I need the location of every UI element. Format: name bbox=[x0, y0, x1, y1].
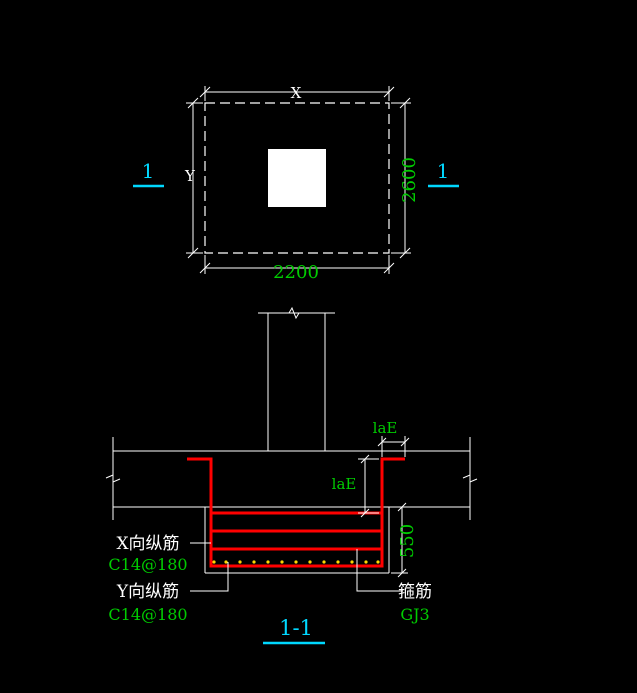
dimension-y bbox=[186, 97, 203, 259]
x-rebar-spec: C14@180 bbox=[108, 555, 187, 574]
leader-lines bbox=[190, 542, 403, 592]
y-rebar-spec: C14@180 bbox=[108, 605, 187, 624]
column-dowel-rebar bbox=[187, 457, 405, 568]
column-plan bbox=[268, 149, 326, 207]
plan-y-label: Y bbox=[184, 167, 196, 185]
slab-band bbox=[105, 437, 478, 520]
y-rebar-dots bbox=[212, 560, 380, 564]
dimension-height bbox=[391, 97, 411, 259]
section-mark-left: 1 bbox=[142, 159, 155, 183]
lae-top-dimension bbox=[377, 436, 410, 457]
section-mark-right: 1 bbox=[437, 159, 450, 183]
lae-side-dimension bbox=[358, 454, 379, 518]
rebar-cage bbox=[187, 457, 405, 568]
stirrup-label: 箍筋 bbox=[398, 582, 432, 602]
footing-section bbox=[204, 507, 390, 574]
section-view: laE laE 550 X向纵筋 C14@180 Y向纵筋 C bbox=[105, 306, 478, 645]
plan-height-dim: 2600 bbox=[399, 157, 420, 203]
plan-x-label: X bbox=[291, 84, 302, 102]
lae-top-label: laE bbox=[373, 419, 398, 437]
column-section bbox=[258, 306, 335, 451]
depth-dimension bbox=[391, 502, 408, 578]
footing-outline bbox=[204, 102, 390, 254]
depth-dim-label: 550 bbox=[397, 524, 418, 558]
x-rebar-label: X向纵筋 bbox=[116, 534, 179, 554]
lae-side-label: laE bbox=[332, 475, 357, 493]
dimension-width bbox=[199, 255, 395, 274]
plan-view: X Y 2200 2600 1 bbox=[133, 84, 459, 283]
stirrup-leader bbox=[356, 549, 403, 592]
y-rebar-label: Y向纵筋 bbox=[116, 582, 179, 602]
y-rebar-leader bbox=[190, 562, 229, 592]
stirrup-spec: GJ3 bbox=[400, 605, 429, 624]
dimension-x bbox=[199, 86, 395, 101]
plan-width-dim: 2200 bbox=[273, 262, 319, 283]
section-title: 1-1 bbox=[279, 616, 313, 640]
